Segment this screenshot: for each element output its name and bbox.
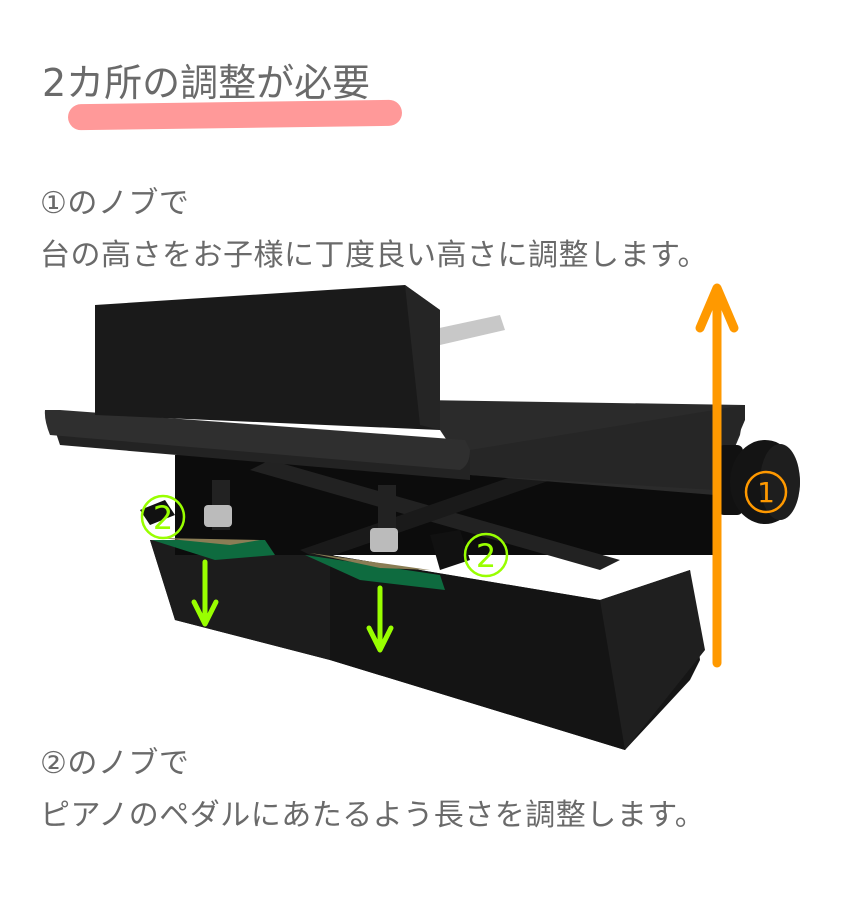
page-title: 2カ所の調整が必要 [42, 61, 371, 105]
knob-1-marker: 1 [744, 470, 788, 514]
knob-2-marker-right: 2 [463, 532, 509, 578]
pedal-extender-left[interactable] [140, 480, 275, 560]
footstool-top [44, 400, 745, 495]
height-arrow-up-icon [695, 283, 739, 668]
length-arrow-down-icon [191, 559, 219, 627]
svg-text:2: 2 [476, 537, 496, 575]
footstool-riser [95, 285, 505, 430]
step1-label: ①のノブで [40, 186, 190, 221]
pedal-extender-right[interactable] [305, 485, 470, 590]
step2-label: ②のノブで [40, 746, 190, 781]
length-arrow-down-icon [366, 585, 394, 653]
product-photo: 1 2 2 [0, 270, 850, 760]
svg-text:1: 1 [757, 476, 775, 509]
height-adjust-knob[interactable] [718, 440, 800, 524]
svg-text:2: 2 [153, 499, 173, 537]
knob-2-marker-left: 2 [140, 494, 186, 540]
step2-description: ピアノのペダルにあたるよう長さを調整します。 [40, 798, 706, 833]
footstool-base [150, 540, 705, 750]
step1-description: 台の高さをお子様に丁度良い高さに調整します。 [40, 238, 708, 273]
